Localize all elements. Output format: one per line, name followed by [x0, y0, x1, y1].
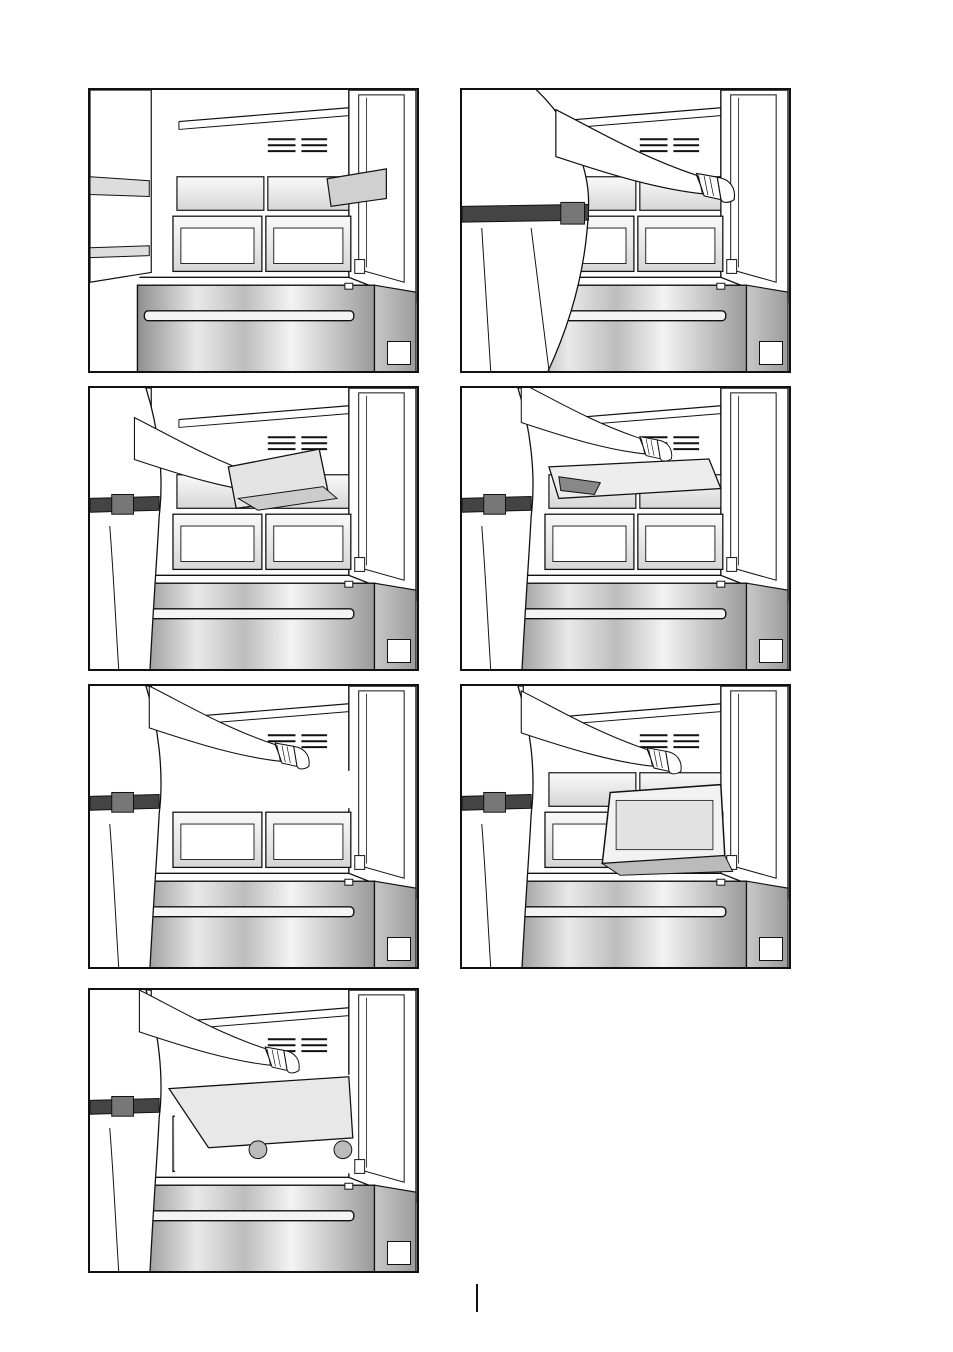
panel-1: [88, 88, 419, 373]
step-number-box: [387, 639, 411, 663]
person-illustration: [462, 388, 533, 669]
panel-4: [460, 386, 791, 671]
panel-7: [88, 988, 419, 1273]
refrigerator-illustration: [462, 686, 789, 967]
panel-2: [460, 88, 791, 373]
refrigerator-illustration: [90, 686, 417, 967]
step-number-box: [759, 937, 783, 961]
panel-3: [88, 386, 419, 671]
refrigerator-illustration: [90, 90, 417, 371]
refrigerator-illustration: [90, 388, 417, 669]
panel-5: [88, 684, 419, 969]
refrigerator-illustration: [462, 90, 789, 371]
panel-6: [460, 684, 791, 969]
page-divider-mark: [476, 1284, 478, 1312]
step-number-box: [387, 1241, 411, 1265]
step-number-box: [759, 341, 783, 365]
refrigerator-illustration: [90, 990, 417, 1271]
step-number-box: [387, 937, 411, 961]
refrigerator-illustration: [462, 388, 789, 669]
step-number-box: [759, 639, 783, 663]
step-number-box: [387, 341, 411, 365]
